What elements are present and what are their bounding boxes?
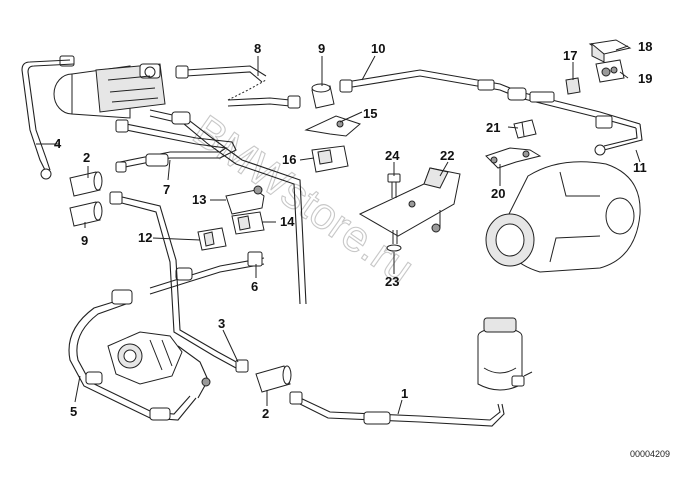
differential-illustration xyxy=(485,161,641,273)
label-part-1: 1 xyxy=(401,386,408,401)
part-labels: 1 2 2 3 4 5 6 7 8 9 9 10 11 12 13 14 15 … xyxy=(54,39,652,421)
label-part-13: 13 xyxy=(192,192,206,207)
label-part-21: 21 xyxy=(486,120,500,135)
label-part-19: 19 xyxy=(638,71,652,86)
reservoir-illustration xyxy=(477,317,533,391)
label-part-4: 4 xyxy=(54,136,62,151)
pipe-1-illustration xyxy=(289,391,505,427)
label-part-20: 20 xyxy=(491,186,505,201)
label-part-8: 8 xyxy=(254,41,261,56)
clamp-12-14-illustration xyxy=(197,185,265,251)
pipe-8-illustration xyxy=(175,65,301,109)
label-part-5: 5 xyxy=(70,404,77,419)
hydraulic-accumulator-illustration xyxy=(53,55,166,119)
sleeve-9-top-illustration xyxy=(311,83,335,109)
label-part-24: 24 xyxy=(385,148,400,163)
label-part-11: 11 xyxy=(633,160,647,175)
diagram-reference-number: 00004209 xyxy=(630,449,670,459)
label-part-15: 15 xyxy=(363,106,377,121)
pipe-4-illustration xyxy=(21,59,75,180)
label-part-22: 22 xyxy=(440,148,454,163)
pipe-2-3-illustration xyxy=(109,191,292,393)
bolt-24-nut-23-illustration xyxy=(386,173,402,252)
label-part-9-bottom: 9 xyxy=(81,233,88,248)
pipe-7-illustration xyxy=(115,109,307,305)
label-part-12: 12 xyxy=(138,230,152,245)
leader-lines xyxy=(36,45,641,415)
label-part-10: 10 xyxy=(371,41,385,56)
label-part-6: 6 xyxy=(251,279,258,294)
label-part-17: 17 xyxy=(563,48,577,63)
bracket-20-21-illustration xyxy=(485,119,542,169)
label-part-14: 14 xyxy=(280,214,295,229)
hose-6-illustration xyxy=(149,251,265,295)
label-part-7: 7 xyxy=(163,182,170,197)
label-part-23: 23 xyxy=(385,274,399,289)
power-steering-pump-illustration xyxy=(107,331,211,399)
label-part-2-bottom: 2 xyxy=(262,406,269,421)
label-part-2-top: 2 xyxy=(83,150,90,165)
pipe-10-illustration xyxy=(339,69,643,156)
bracket-parts-17-19-illustration xyxy=(565,39,632,95)
hose-5-illustration xyxy=(68,289,197,421)
clamp-15-16-illustration xyxy=(304,115,361,173)
label-part-16: 16 xyxy=(282,152,296,167)
label-part-18: 18 xyxy=(638,39,652,54)
label-part-3: 3 xyxy=(218,316,225,331)
label-part-9-top: 9 xyxy=(318,41,325,56)
sleeve-2-9-illustration xyxy=(69,171,103,227)
